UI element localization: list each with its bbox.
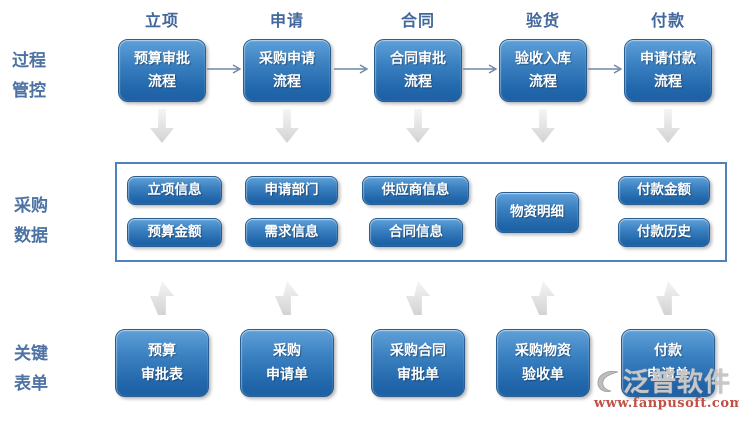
- down-arrow-icon: [656, 109, 680, 143]
- up-arrow-icon: [150, 281, 174, 315]
- down-arrow-icon: [406, 109, 430, 143]
- data-box-material-detail: 物资明细: [495, 192, 579, 233]
- process-box-acceptance-inbound: 验收入库 流程: [499, 39, 587, 102]
- form-box-payment-request-form: 付款 申请单: [621, 329, 715, 397]
- row-label-procurement-data: 采购 数据: [14, 196, 48, 246]
- watermark-url: www.fanpusoft.com: [594, 396, 739, 411]
- down-arrow-icon: [150, 109, 174, 143]
- flow-arrow-icon: [334, 62, 370, 76]
- fanpu-logo-icon: [594, 367, 621, 398]
- flow-arrow-icon: [207, 62, 243, 76]
- data-box-payment-history: 付款历史: [618, 218, 710, 247]
- form-box-material-acceptance-form: 采购物资 验收单: [496, 329, 590, 397]
- stage-label-payment: 付款: [650, 11, 685, 30]
- row-label-key-forms: 关键 表单: [14, 344, 48, 394]
- process-box-contract-approval: 合同审批 流程: [374, 39, 462, 102]
- data-box-payment-amount: 付款金额: [618, 176, 710, 205]
- process-box-purchase-request: 采购申请 流程: [243, 39, 331, 102]
- form-box-budget-approval-form: 预算 审批表: [115, 329, 209, 397]
- watermark: 泛普软件 www.fanpusoft.com: [594, 367, 739, 412]
- form-box-contract-approval-form: 采购合同 审批单: [371, 329, 465, 397]
- form-box-purchase-request-form: 采购 申请单: [240, 329, 334, 397]
- up-arrow-icon: [406, 281, 430, 315]
- process-box-budget-approval: 预算审批 流程: [118, 39, 206, 102]
- down-arrow-icon: [531, 109, 555, 143]
- down-arrow-icon: [275, 109, 299, 143]
- process-box-payment-request: 申请付款 流程: [624, 39, 712, 102]
- data-box-project-info: 立项信息: [127, 176, 222, 205]
- up-arrow-icon: [656, 281, 680, 315]
- stage-label-initiation: 立项: [144, 11, 179, 30]
- data-box-supplier-info: 供应商信息: [362, 176, 469, 205]
- stage-label-inspection: 验货: [525, 11, 560, 30]
- stage-label-contract: 合同: [400, 11, 435, 30]
- up-arrow-icon: [275, 281, 299, 315]
- stage-label-application: 申请: [269, 11, 304, 30]
- data-box-budget-amount: 预算金额: [127, 218, 222, 247]
- row-label-process-control: 过程 管控: [12, 51, 46, 101]
- data-box-request-dept: 申请部门: [245, 176, 338, 205]
- data-box-demand-info: 需求信息: [245, 218, 338, 247]
- flow-arrow-icon: [463, 62, 499, 76]
- up-arrow-icon: [531, 281, 555, 315]
- flow-arrow-icon: [588, 62, 624, 76]
- watermark-brand: 泛普软件: [623, 367, 732, 398]
- data-box-contract-info: 合同信息: [369, 218, 463, 247]
